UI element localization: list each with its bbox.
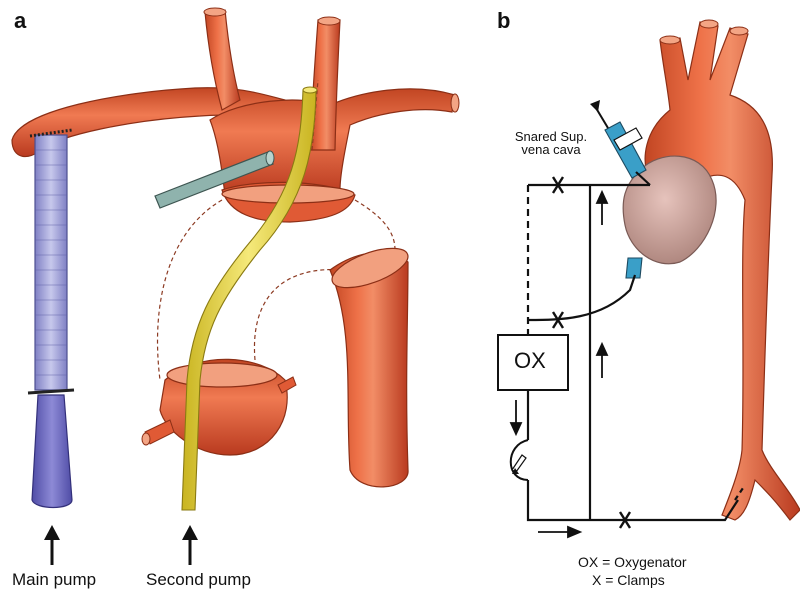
- svc-cannula: [605, 122, 646, 178]
- vascular-graft: [35, 135, 67, 390]
- dashed-outline-middle: [254, 270, 345, 360]
- legend-oxygenator: OX = Oxygenator: [578, 554, 687, 570]
- panel-letter-b: b: [497, 8, 510, 34]
- snared-svc-line2: vena cava: [496, 143, 606, 156]
- second-pump-label: Second pump: [146, 570, 251, 590]
- dashed-outline-left: [158, 200, 222, 380]
- main-pump-tube: [32, 395, 72, 508]
- oxygenator-label: OX: [514, 348, 546, 374]
- snared-svc-label: Snared Sup. vena cava: [496, 130, 606, 156]
- carotid-vessel: [310, 20, 340, 150]
- panel-letter-a: a: [14, 8, 26, 34]
- panel-a-illustration: [12, 8, 459, 565]
- dashed-outline-right: [355, 200, 395, 250]
- legend-clamps: X = Clamps: [592, 572, 665, 588]
- main-pump-label: Main pump: [12, 570, 96, 590]
- panel-b-aorta: [645, 22, 800, 520]
- panel-b-illustration: [498, 20, 800, 537]
